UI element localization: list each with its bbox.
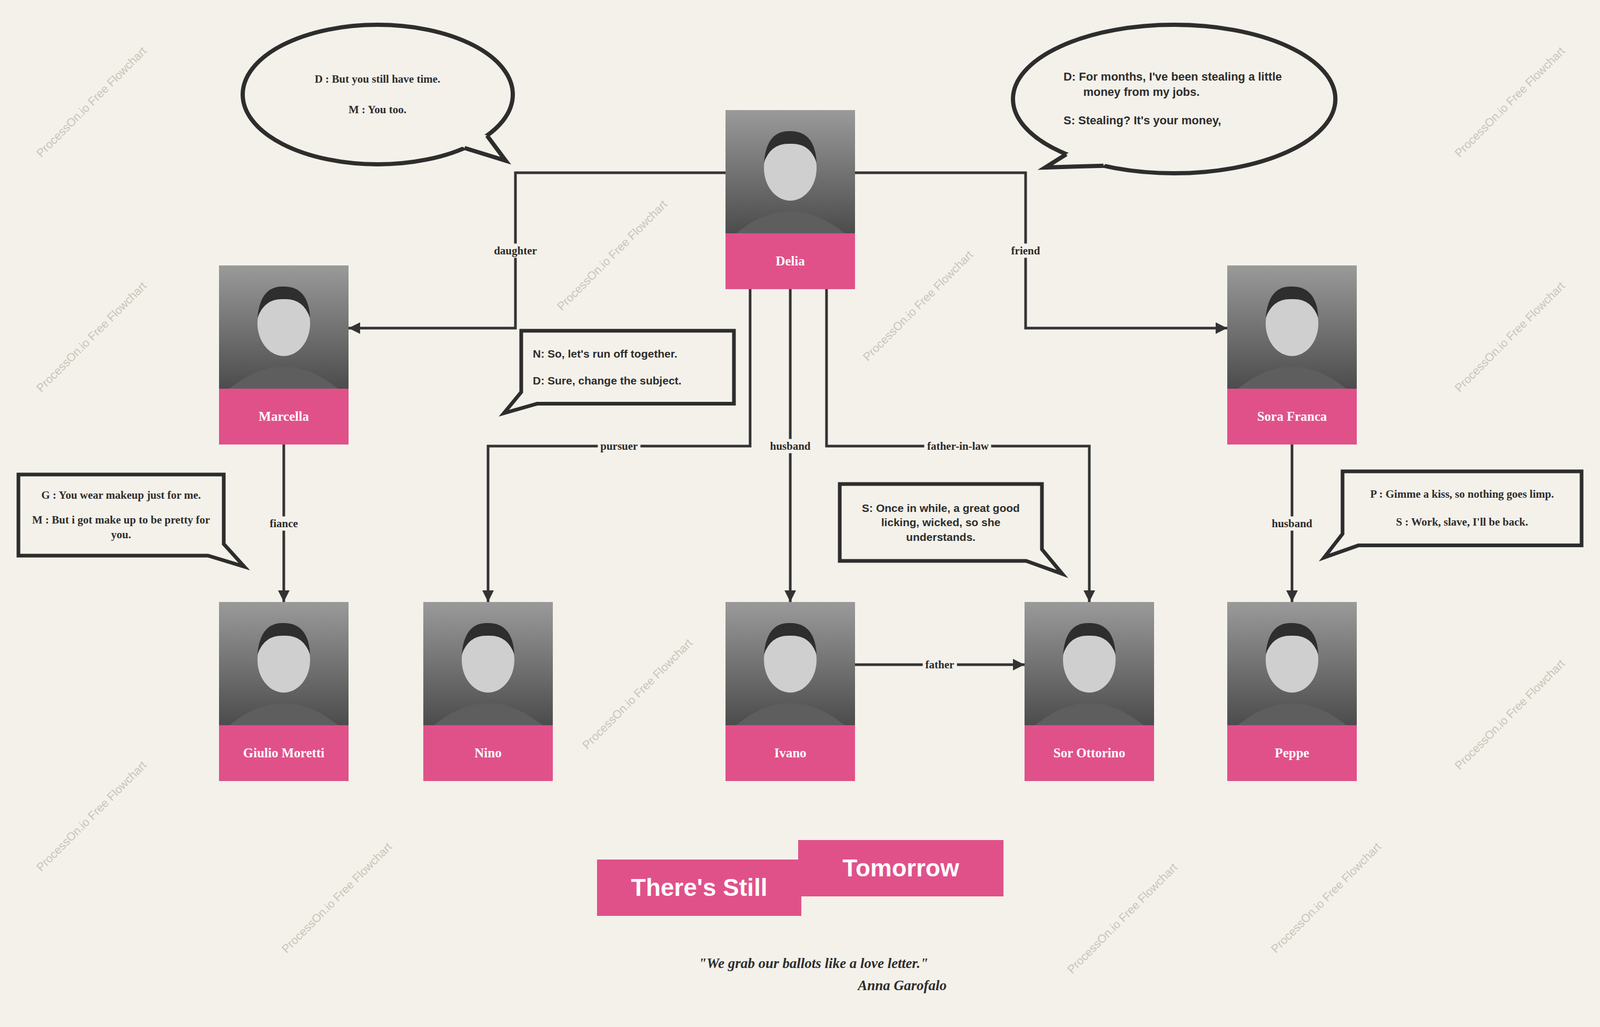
watermark: ProcessOn.io Free Flowchart xyxy=(1268,839,1385,956)
portrait-figure xyxy=(725,601,856,725)
callout-box: G : You wear makeup just for me. M : But … xyxy=(18,474,224,556)
portrait-figure xyxy=(1227,601,1357,725)
character-name: Ivano xyxy=(769,744,811,761)
relation-label: daughter xyxy=(491,243,540,258)
name-plate: Giulio Moretti xyxy=(219,724,349,781)
relation-arrow xyxy=(488,289,751,602)
title-box: There's Still xyxy=(597,859,802,916)
character-name: Delia xyxy=(771,253,810,270)
portrait-photo xyxy=(725,110,856,234)
watermark: ProcessOn.io Free Flowchart xyxy=(33,758,150,874)
dialogue-line: D: Sure, change the subject. xyxy=(532,373,723,388)
portrait-photo xyxy=(725,601,856,725)
portrait-photo xyxy=(219,601,349,725)
portrait-photo xyxy=(1024,601,1155,725)
relation-label: father xyxy=(922,657,958,672)
watermark: ProcessOn.io Free Flowchart xyxy=(1452,656,1568,773)
relation-label: friend xyxy=(1008,243,1043,258)
bubble-text: D : But you still have time. M : You too. xyxy=(285,72,470,117)
character-name: Marcella xyxy=(254,408,313,425)
relation-label: husband xyxy=(767,439,813,454)
portrait-figure xyxy=(219,601,349,725)
relation-label: pursuer xyxy=(597,439,641,454)
callout-box: S: Once in while, a great good licking, … xyxy=(839,483,1042,561)
character-card: Sor Ottorino xyxy=(1024,601,1155,781)
name-plate: Nino xyxy=(423,724,553,781)
character-card: Peppe xyxy=(1227,601,1357,781)
dialogue-line: S : Work, slave, I'll be back. xyxy=(1353,514,1572,530)
character-name: Peppe xyxy=(1270,744,1314,761)
relation-label: fiance xyxy=(266,515,301,531)
title-text: Tomorrow xyxy=(842,854,959,882)
dialogue-line: M : But i got make up to be pretty for y… xyxy=(28,512,214,542)
name-plate: Peppe xyxy=(1227,724,1357,781)
dialogue-line: P : Gimme a kiss, so nothing goes limp. xyxy=(1353,487,1572,502)
portrait-figure xyxy=(219,265,349,389)
callout-box: N: So, let's run off together. D: Sure, c… xyxy=(521,330,734,404)
watermark: ProcessOn.io Free Flowchart xyxy=(1452,279,1568,395)
portrait-figure xyxy=(1024,601,1155,725)
bubble-outline xyxy=(240,22,515,167)
name-plate: Delia xyxy=(725,233,856,290)
relation-arrow xyxy=(348,172,726,329)
portrait-photo xyxy=(1227,265,1357,389)
character-name: Nino xyxy=(470,744,506,761)
relation-label: husband xyxy=(1268,515,1315,531)
title-text: There's Still xyxy=(631,873,768,901)
name-plate: Sor Ottorino xyxy=(1024,724,1155,781)
dialogue-line: G : You wear makeup just for me. xyxy=(28,488,214,503)
watermark: ProcessOn.io Free Flowchart xyxy=(33,44,150,161)
dialogue-line: S: Once in while, a great good licking, … xyxy=(851,500,1031,544)
watermark: ProcessOn.io Free Flowchart xyxy=(33,279,150,395)
portrait-photo xyxy=(1227,601,1357,725)
watermark: ProcessOn.io Free Flowchart xyxy=(860,247,977,364)
character-name: Giulio Moretti xyxy=(239,744,329,761)
watermark: ProcessOn.io Free Flowchart xyxy=(1452,44,1568,161)
callout-box: P : Gimme a kiss, so nothing goes limp. S… xyxy=(1342,471,1582,546)
callout-outline xyxy=(521,330,734,404)
name-plate: Sora Franca xyxy=(1227,388,1357,445)
relation-arrow xyxy=(826,289,1090,602)
name-plate: Marcella xyxy=(219,388,349,445)
caption-quote: "We grab our ballots like a love letter.… xyxy=(550,955,1077,972)
character-card: Nino xyxy=(423,601,553,781)
bubble-outline xyxy=(1010,22,1338,176)
relation-label: father-in-law xyxy=(924,439,992,454)
callout-outline xyxy=(1342,471,1582,546)
watermark: ProcessOn.io Free Flowchart xyxy=(554,197,671,314)
character-card: Delia xyxy=(725,110,856,290)
title-box: Tomorrow xyxy=(798,839,1004,897)
dialogue-line: D : But you still have time. xyxy=(285,72,470,87)
watermark: ProcessOn.io Free Flowchart xyxy=(279,839,395,956)
dialogue-line: S: Stealing? It's your money, xyxy=(1063,113,1285,129)
character-card: Giulio Moretti xyxy=(219,601,349,781)
portrait-figure xyxy=(1227,265,1357,389)
character-card: Ivano xyxy=(725,601,856,781)
character-name: Sora Franca xyxy=(1253,408,1332,425)
speech-bubble: D: For months, I've been stealing a litt… xyxy=(1010,22,1338,176)
watermark: ProcessOn.io Free Flowchart xyxy=(1064,860,1181,977)
speech-bubble: D : But you still have time. M : You too. xyxy=(240,22,515,167)
bubble-text: D: For months, I've been stealing a litt… xyxy=(1063,69,1285,129)
name-plate: Ivano xyxy=(725,724,856,781)
character-name: Sor Ottorino xyxy=(1049,744,1130,761)
character-card: Marcella xyxy=(219,265,349,445)
quote-author: Anna Garofalo xyxy=(857,977,947,994)
dialogue-line: M : You too. xyxy=(285,102,470,117)
character-card: Sora Franca xyxy=(1227,265,1357,445)
portrait-figure xyxy=(423,601,553,725)
dialogue-line: D: For months, I've been stealing a litt… xyxy=(1063,69,1285,100)
portrait-photo xyxy=(219,265,349,389)
portrait-photo xyxy=(423,601,553,725)
portrait-figure xyxy=(725,110,856,234)
watermark: ProcessOn.io Free Flowchart xyxy=(579,635,696,752)
dialogue-line: N: So, let's run off together. xyxy=(532,346,723,361)
